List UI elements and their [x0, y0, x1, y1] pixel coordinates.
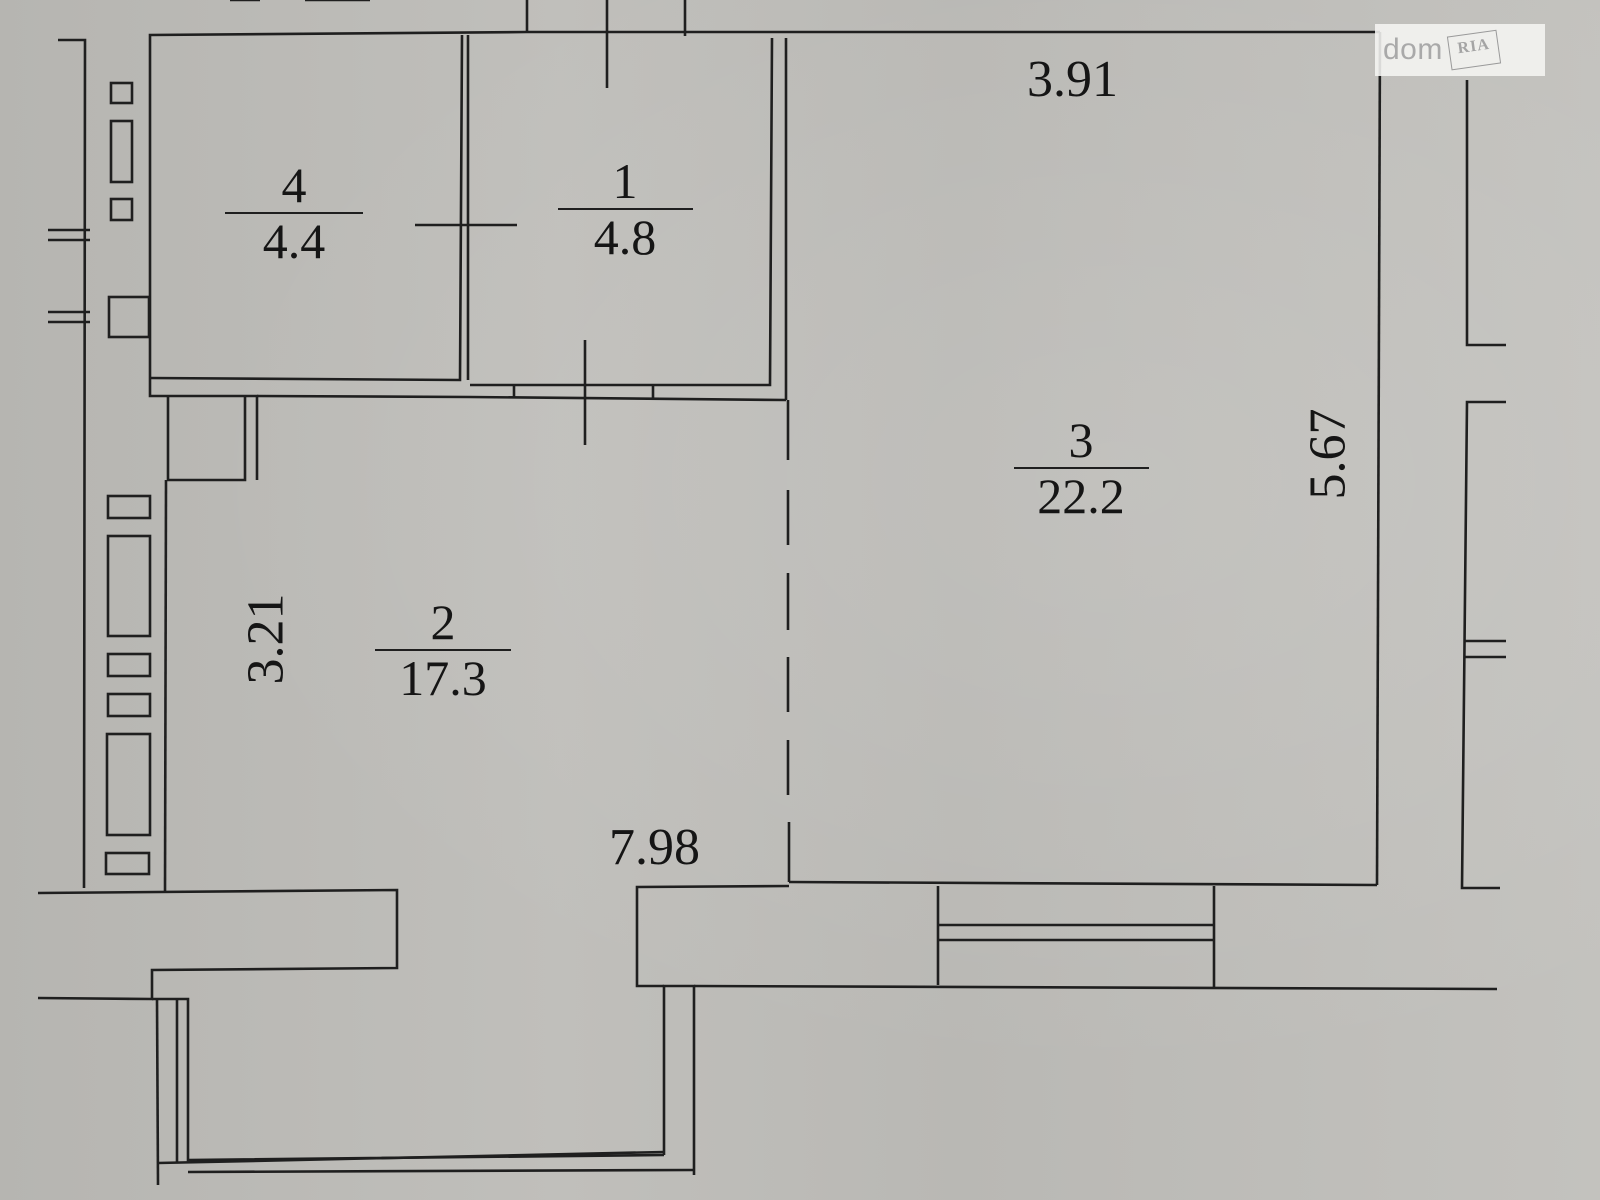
dimension-top-width: 3.91: [1027, 51, 1118, 108]
watermark-brand: dom: [1383, 33, 1443, 66]
facade-box: [106, 534, 152, 638]
room-number: 3: [1068, 412, 1094, 468]
watermark-logo: dom RIA: [1375, 24, 1545, 76]
room-label-3: 3 22.2: [1012, 413, 1150, 523]
facade-box: [109, 119, 134, 184]
room-2-left-wall: [163, 479, 168, 894]
room-label-1: 1 4.8: [555, 154, 695, 264]
room-number: 1: [612, 153, 638, 209]
balcony-rail: [187, 1168, 695, 1174]
right-outer-wall: [1375, 31, 1382, 886]
facade-box: [106, 494, 152, 520]
room-area: 17.3: [399, 650, 487, 706]
balcony-outer-left: [155, 998, 160, 1186]
bottom-right-slab-edge: [693, 984, 1498, 991]
facade-box: [105, 732, 152, 837]
facade-box: [106, 692, 152, 718]
fraction-bar: [375, 649, 511, 651]
facade-box: [104, 851, 151, 876]
room-1-wall: [470, 37, 774, 387]
room-area: 22.2: [1037, 468, 1125, 524]
facade-box: [109, 197, 134, 222]
balcony-inner: [152, 997, 665, 1162]
fraction-bar: [557, 208, 693, 210]
room-area: 4.4: [262, 213, 326, 269]
dimension-left-height: 3.21: [237, 593, 295, 685]
bottom-right-slab: [635, 884, 790, 988]
room-label-4: 4 4.4: [224, 158, 364, 268]
watermark-badge: RIA: [1446, 29, 1502, 71]
room-number: 2: [430, 594, 456, 650]
balcony-rail: [157, 1150, 665, 1165]
room-1-wall-bottom: [469, 395, 787, 402]
right-facade-line: [1465, 80, 1506, 347]
dimension-bottom-length: 7.98: [609, 819, 700, 876]
niche-box: [166, 396, 247, 482]
room-4-wall: [149, 34, 464, 382]
outer-top-wall: [148, 30, 1380, 380]
facade-box: [107, 295, 151, 339]
balcony-right-wall: [662, 984, 696, 1175]
corridor-wall: [256, 394, 471, 399]
room-label-2: 2 17.3: [373, 595, 513, 705]
facade-box: [109, 81, 134, 105]
niche-wall: [148, 380, 259, 480]
left-facade-line: [58, 38, 87, 889]
dimension-right-height: 5.67: [1299, 408, 1357, 500]
right-facade-line: [1460, 400, 1506, 890]
room-number: 4: [281, 157, 307, 213]
room-area: 4.8: [593, 209, 657, 265]
fraction-bar: [1013, 467, 1149, 469]
facade-box: [106, 652, 152, 678]
fraction-bar: [225, 212, 363, 214]
bottom-left-slab: [37, 888, 399, 1001]
room-3-bottom-wall: [788, 880, 1378, 887]
